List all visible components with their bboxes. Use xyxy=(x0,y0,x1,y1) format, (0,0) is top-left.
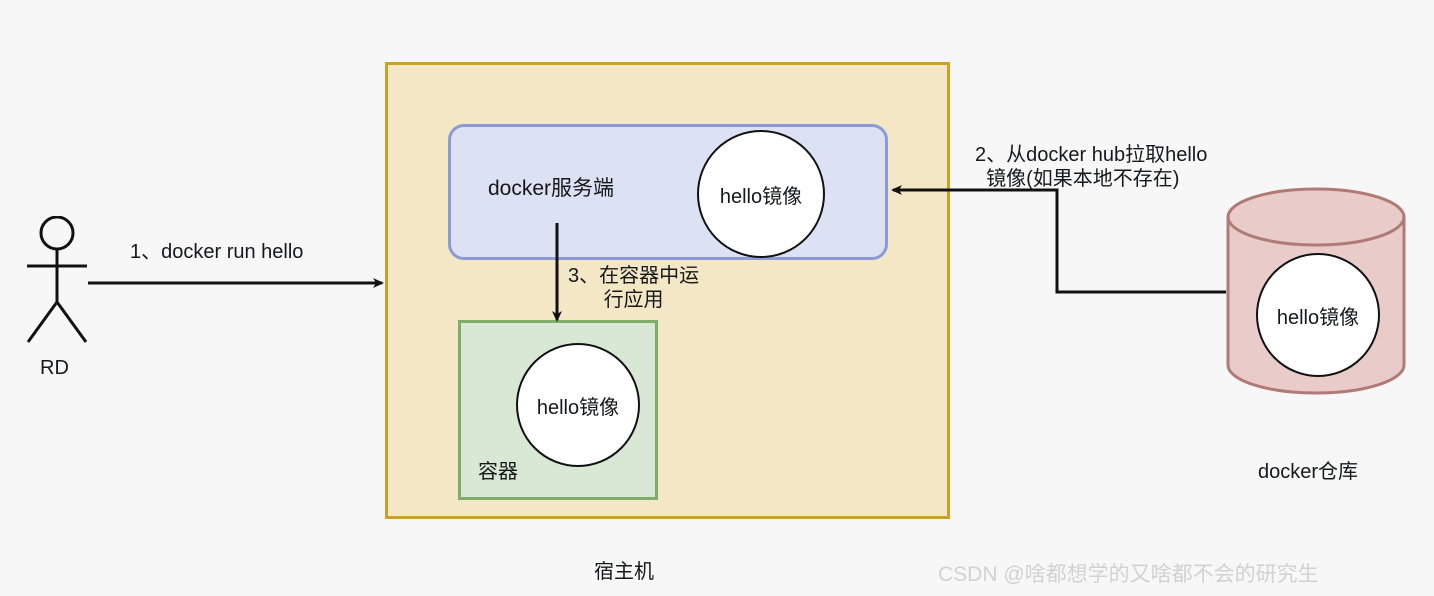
step-2-label: 2、从docker hub拉取hello 镜像(如果本地不存在) xyxy=(975,144,1208,191)
actor-stick-figure xyxy=(26,216,88,343)
container-image-label: hello镜像 xyxy=(536,396,620,419)
host-machine-caption: 宿主机 xyxy=(594,561,654,583)
container-label: 容器 xyxy=(478,461,518,483)
daemon-image-circle: hello镜像 xyxy=(697,130,825,258)
step-1-label: 1、docker run hello xyxy=(130,241,304,263)
actor-label: RD xyxy=(40,357,69,379)
docker-repository-label: docker仓库 xyxy=(1258,461,1359,483)
repository-image-label: hello镜像 xyxy=(1276,306,1360,329)
step-3-label: 3、在容器中运 行应用 xyxy=(568,265,700,312)
csdn-watermark: CSDN @啥都想学的又啥都不会的研究生 xyxy=(938,563,1319,586)
daemon-image-label: hello镜像 xyxy=(719,185,803,208)
container-image-circle: hello镜像 xyxy=(516,343,640,467)
docker-daemon-label: docker服务端 xyxy=(488,177,615,200)
repository-image-circle: hello镜像 xyxy=(1256,253,1380,377)
